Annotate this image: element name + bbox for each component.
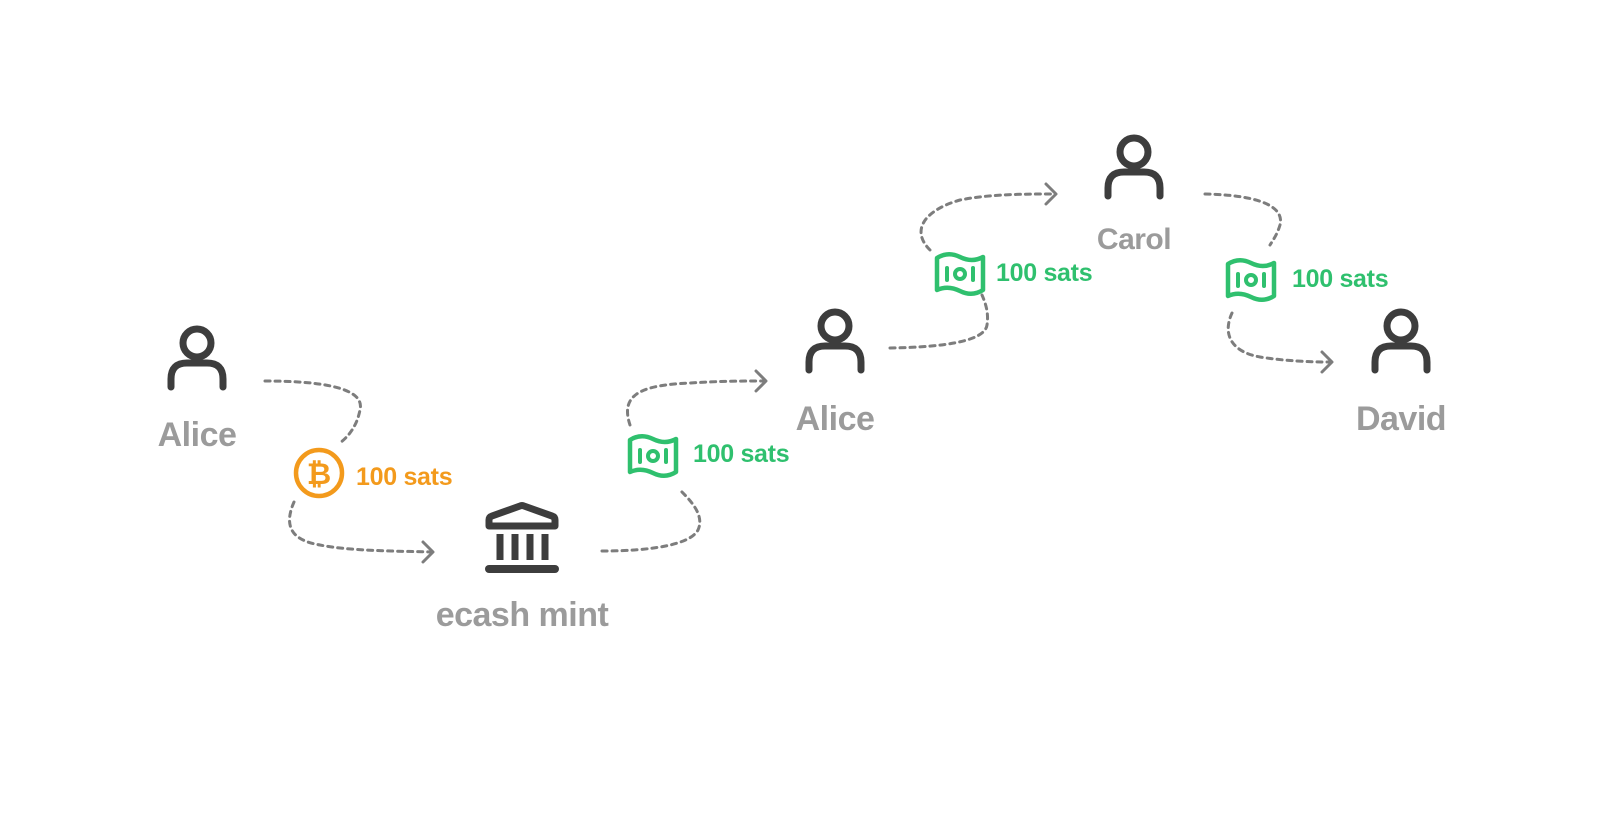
connector-carol-to-note3 xyxy=(1203,192,1283,247)
arrowhead-david xyxy=(1320,350,1334,374)
node-label-alice: Alice xyxy=(157,416,237,454)
connector-alice-to-btc xyxy=(263,379,362,445)
amount-label-ecash: 100 sats xyxy=(693,440,790,468)
bitcoin-icon: ₿ xyxy=(293,447,345,499)
arrowhead-alice2 xyxy=(754,369,768,393)
arrowhead-mint xyxy=(421,540,435,564)
amount-label-ecash: 100 sats xyxy=(996,259,1093,287)
arrowheads xyxy=(421,182,1334,564)
amount-label-ecash: 100 sats xyxy=(1292,265,1389,293)
amount-label-bitcoin: 100 sats xyxy=(356,463,453,491)
node-label-alice: Alice xyxy=(795,400,875,438)
connector-note2-to-carol xyxy=(919,192,1057,252)
ecash-note-icon xyxy=(1228,260,1274,300)
user-icon xyxy=(171,329,223,387)
connector-alice2-to-note2 xyxy=(888,293,989,350)
user-icon xyxy=(1375,312,1427,370)
connector-note3-to-david xyxy=(1226,311,1332,364)
connectors xyxy=(263,192,1332,554)
node-label-david: David xyxy=(1355,400,1447,438)
node-label-ecash-mint: ecash mint xyxy=(435,596,609,634)
bank-icon xyxy=(485,502,559,573)
arrowhead-carol xyxy=(1044,182,1058,206)
connector-mint-to-note1 xyxy=(600,488,702,553)
connector-btc-to-mint xyxy=(288,500,434,554)
node-label-carol: Carol xyxy=(1096,223,1172,256)
user-icon xyxy=(809,312,861,370)
ecash-note-icon xyxy=(937,254,983,294)
ecash-note-icon xyxy=(630,436,676,476)
svg-text:₿: ₿ xyxy=(307,457,331,492)
connector-note1-to-alice2 xyxy=(626,379,767,427)
user-icon xyxy=(1108,138,1160,196)
